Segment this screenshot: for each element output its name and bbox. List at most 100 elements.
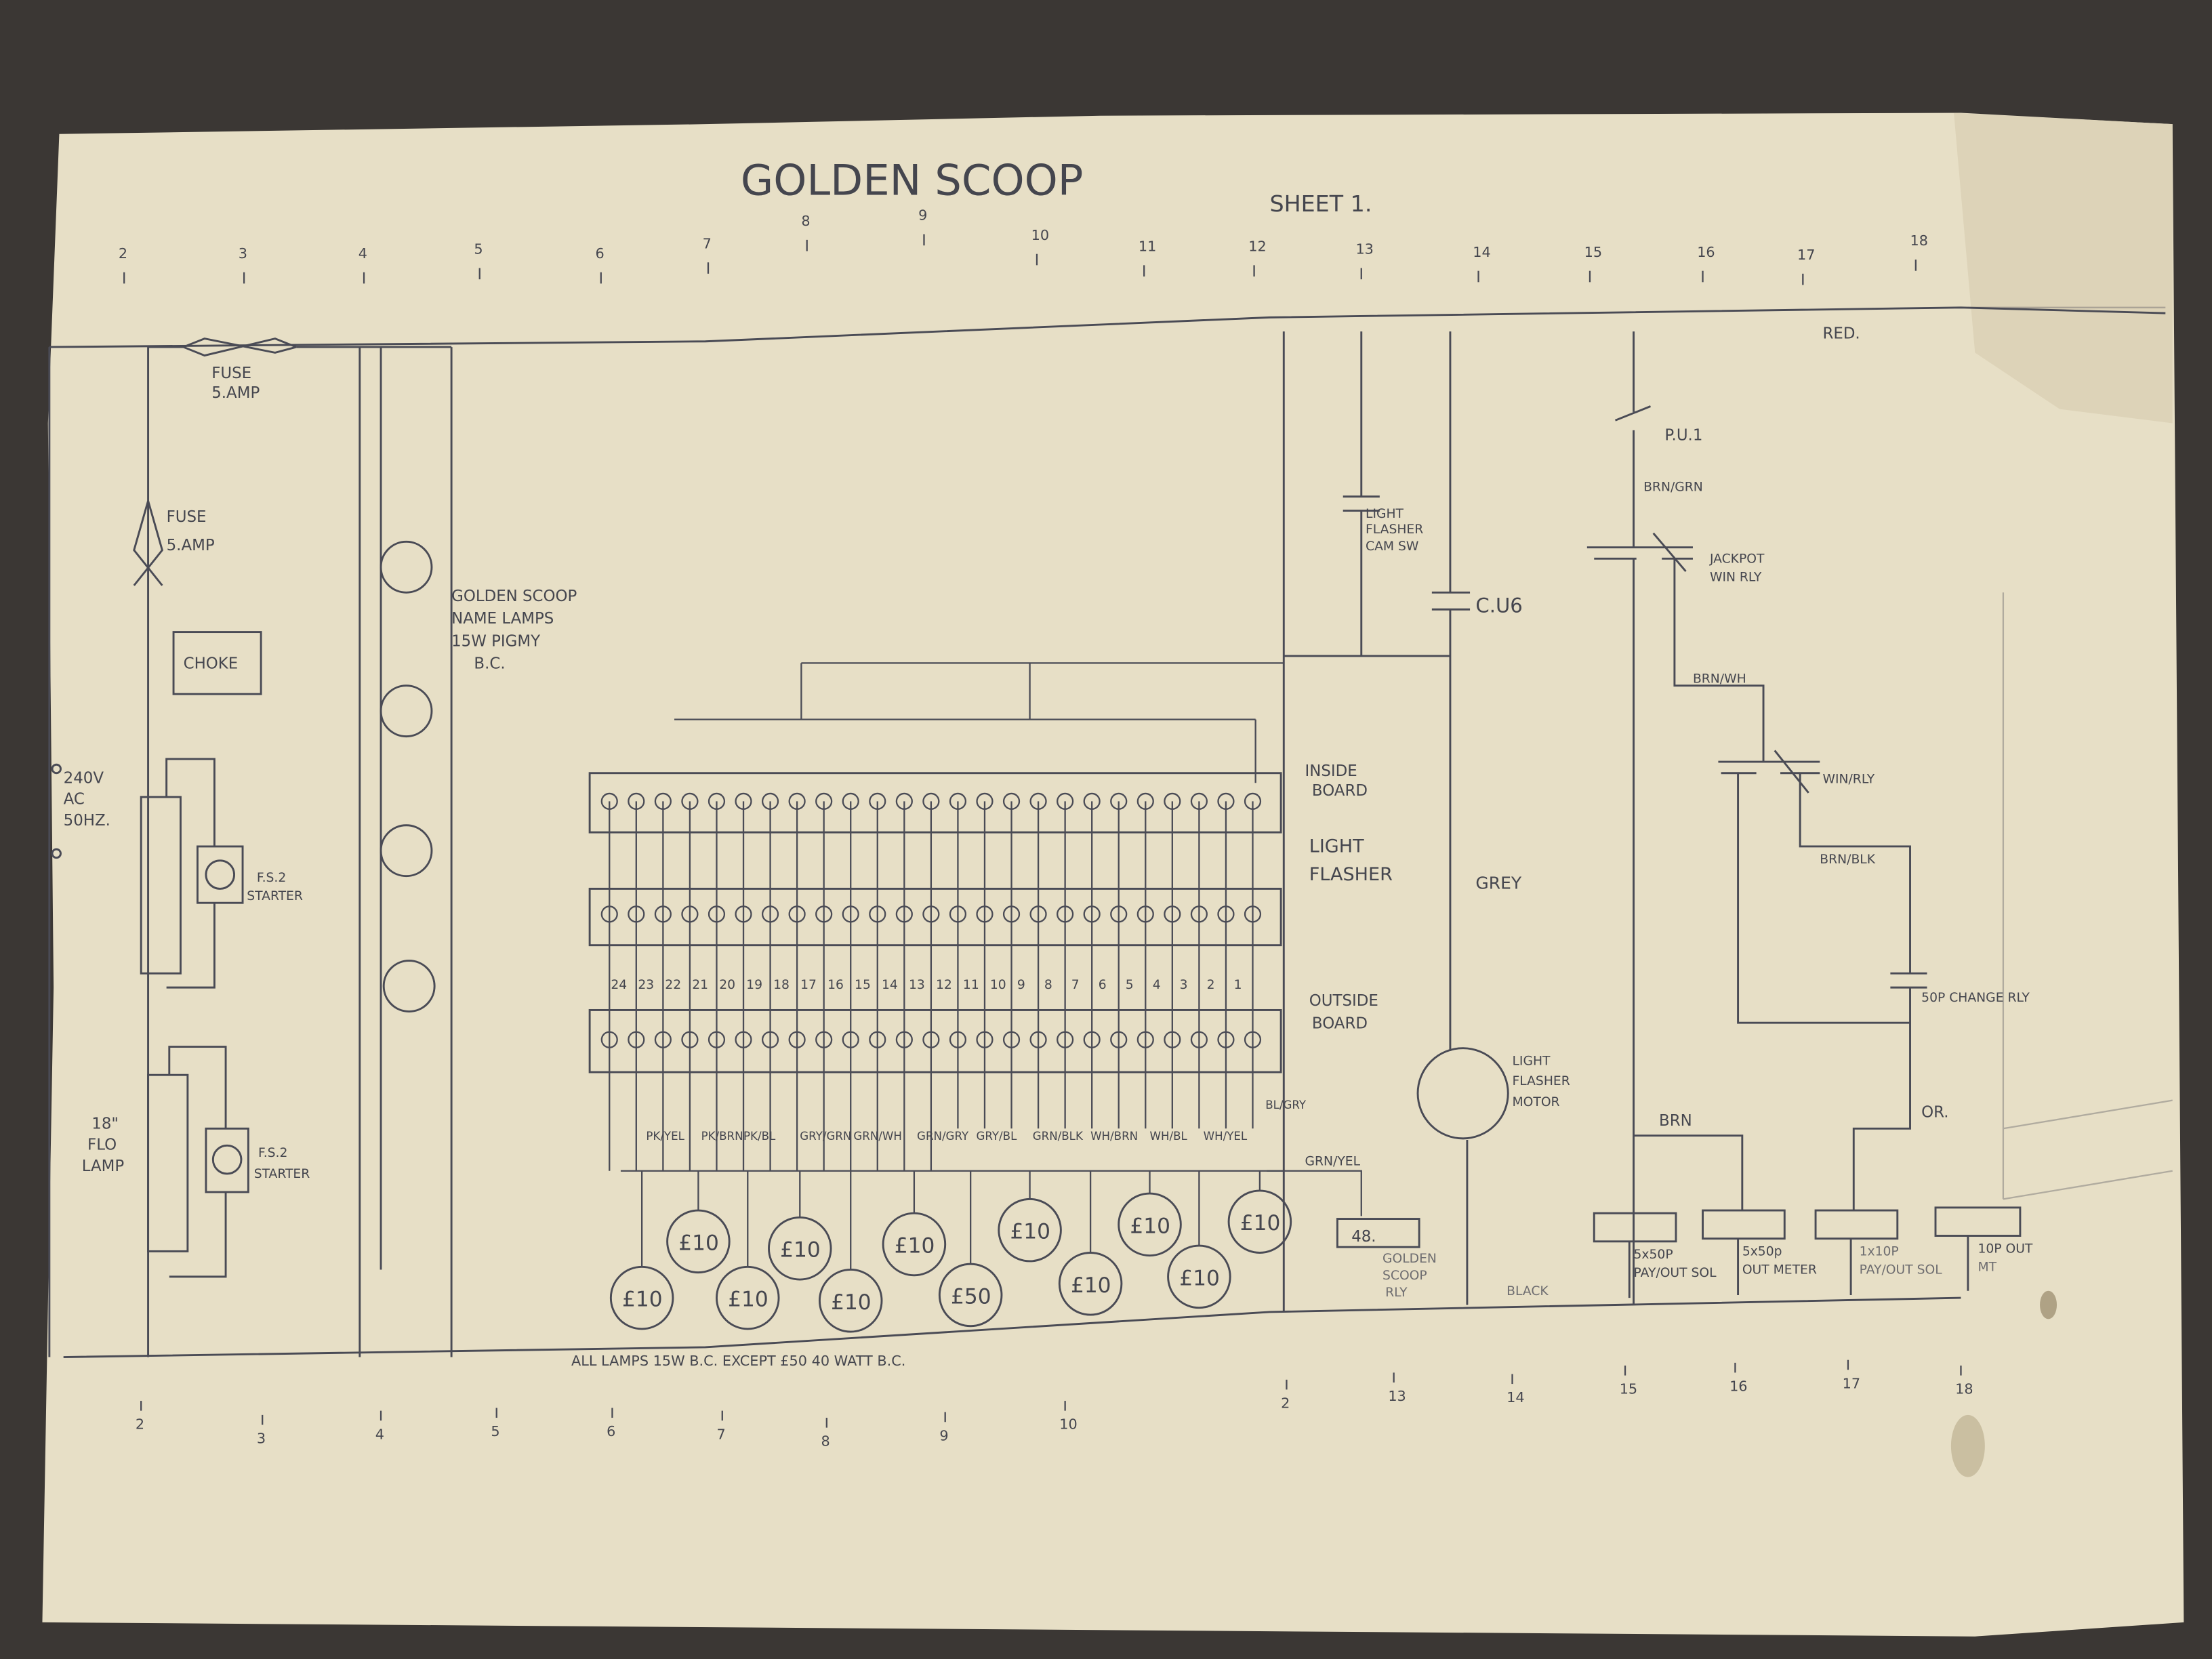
terminal-number: 15 (855, 978, 871, 992)
lamp-value: £10 (622, 1288, 663, 1312)
starter2-label2: STARTER (254, 1167, 310, 1181)
lamp-icon (998, 1197, 1062, 1263)
terminal-icon (1190, 1031, 1208, 1048)
terminal-icon (842, 792, 859, 810)
contact-icon (1343, 495, 1471, 611)
motor-label: LIGHT (1513, 1054, 1551, 1069)
column-number: 13 (1388, 1388, 1406, 1404)
choke-box (172, 631, 262, 695)
column-number: 17 (1797, 247, 1815, 263)
bus-wires (674, 662, 1284, 783)
box48-label: 48. (1351, 1228, 1376, 1246)
column-number: 9 (918, 207, 927, 224)
column-number: 18 (1955, 1381, 1973, 1397)
inside-board (588, 772, 1282, 834)
column-number: 18 (1910, 232, 1928, 249)
outside-board-label: OUTSIDE (1309, 992, 1378, 1010)
terminal-icon (1110, 1031, 1128, 1048)
column-number: 15 (1620, 1381, 1637, 1397)
terminal-icon (735, 792, 752, 810)
stain (1950, 1414, 1985, 1477)
torn-corner (1954, 112, 2173, 424)
column-number: 2 (1281, 1395, 1290, 1411)
terminal-number: 21 (692, 978, 708, 992)
column-number: 6 (595, 245, 604, 262)
starter-1 (196, 845, 244, 904)
terminal-icon (1083, 792, 1101, 810)
terminal-icon (1136, 792, 1154, 810)
terminal-icon (1244, 1031, 1262, 1048)
column-number: 7 (716, 1426, 725, 1442)
starter-wire (165, 758, 216, 989)
faded-lines (1967, 306, 2173, 1200)
sol2-label2: OUT METER (1742, 1263, 1817, 1277)
terminal-icon (922, 1031, 940, 1048)
light-flasher-label2: FLASHER (1309, 864, 1393, 885)
black-wire-label: BLACK (1507, 1284, 1549, 1298)
solenoid-coil-4 (1934, 1206, 2022, 1237)
lamp-value: £10 (831, 1290, 872, 1315)
terminal-icon (815, 1031, 833, 1048)
footnote: ALL LAMPS 15W B.C. EXCEPT £50 40 WATT B.… (571, 1353, 905, 1369)
cam-sw-label: LIGHT (1366, 507, 1404, 521)
terminal-icon (654, 1031, 672, 1048)
lamp-icon (768, 1216, 832, 1281)
terminal-icon (1164, 905, 1181, 923)
prize-lamps: £10£10£10£10£10£10£10£10£10£50£10£10 (609, 1170, 1292, 1333)
lamp-icon (609, 1265, 674, 1330)
lamp-value: £10 (780, 1238, 821, 1263)
terminal-number: 8 (1044, 978, 1052, 992)
column-number: 9 (939, 1427, 948, 1443)
terminal-icon (1217, 905, 1235, 923)
terminal-icon (1110, 792, 1128, 810)
column-number: 7 (703, 235, 712, 251)
name-lamps-label4: B.C. (474, 655, 505, 673)
terminal-icon (976, 1031, 994, 1048)
stain (2040, 1290, 2057, 1319)
pu1-label: P.U.1 (1664, 426, 1702, 444)
red-wire-label: RED. (1822, 325, 1860, 343)
terminal-icon (708, 1031, 726, 1048)
terminal-icon (1029, 905, 1047, 923)
terminal-icon (600, 1031, 618, 1048)
terminal-icon (1190, 905, 1208, 923)
grn-yel-label: GRN/YEL (1305, 1154, 1361, 1168)
terminal-number: 2 (1207, 978, 1215, 992)
fuse-icon (133, 500, 163, 586)
terminal-number: 19 (746, 978, 762, 992)
terminal-icon (869, 792, 886, 810)
terminal-icon (1002, 1031, 1021, 1048)
terminal-number: 24 (611, 978, 627, 992)
terminal-icon (815, 905, 833, 923)
terminal-number: 9 (1017, 978, 1025, 992)
column-number: 8 (821, 1433, 830, 1450)
terminal-icon (628, 905, 645, 923)
starter-icon (211, 1144, 243, 1175)
win-rly-label: WIN/RLY (1822, 772, 1875, 786)
or-label: OR. (1921, 1104, 1948, 1122)
terminal-icon (628, 792, 645, 810)
terminal-icon (735, 905, 752, 923)
flasher-motor (1416, 1047, 1509, 1140)
sol4-label2: MT (1978, 1261, 1996, 1275)
terminal-icon (788, 1031, 806, 1048)
supply-voltage: 240V (64, 769, 104, 787)
wire-color-label: PK/BL (743, 1130, 776, 1143)
name-lamps-label3: 15W PIGMY (451, 632, 541, 650)
wire-color-label: GRN/BLK (1033, 1130, 1084, 1143)
supply-type: AC (64, 791, 85, 808)
motor-label3: MOTOR (1513, 1095, 1560, 1109)
inside-board-label2: BOARD (1312, 782, 1368, 800)
brn-label: BRN (1659, 1112, 1692, 1130)
grey-wire-label: GREY (1475, 873, 1521, 893)
lamp-icon (382, 960, 436, 1012)
lamp-value: £50 (951, 1284, 991, 1309)
terminal-number: 3 (1180, 978, 1188, 992)
flo-lamp-label: FLO (87, 1136, 117, 1154)
jackpot-label2: WIN RLY (1710, 571, 1762, 585)
terminal-number: 14 (882, 978, 898, 992)
terminal-number: 20 (719, 978, 735, 992)
terminal-icon (1002, 792, 1021, 810)
terminal-number: 10 (990, 978, 1006, 992)
